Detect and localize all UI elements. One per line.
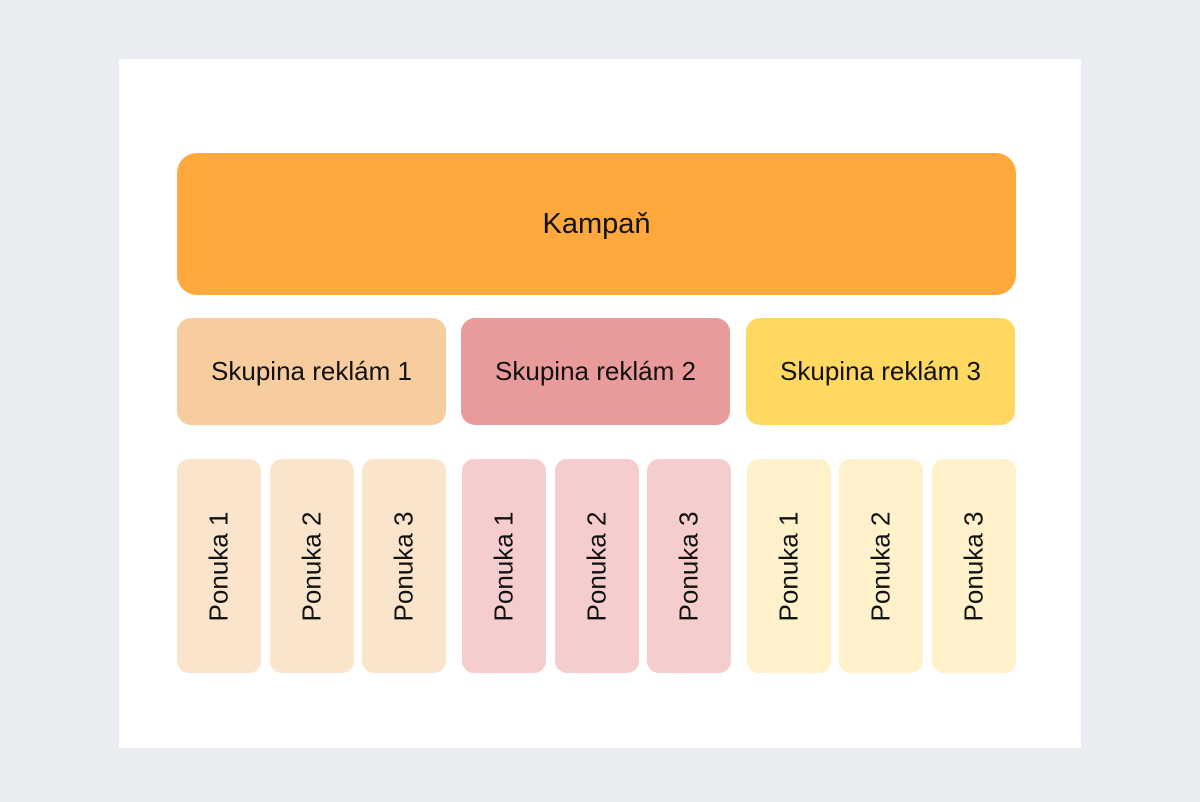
offer-label: Ponuka 3 bbox=[673, 511, 704, 621]
group-3-offer-2: Ponuka 2 bbox=[839, 459, 923, 673]
offer-label: Ponuka 3 bbox=[958, 511, 989, 621]
group-2-offer-2: Ponuka 2 bbox=[555, 459, 639, 673]
diagram-card: Kampaň Skupina reklám 1 Skupina reklám 2… bbox=[119, 59, 1081, 748]
offer-label: Ponuka 1 bbox=[203, 511, 234, 621]
offer-label: Ponuka 2 bbox=[865, 511, 896, 621]
offer-label: Ponuka 3 bbox=[388, 511, 419, 621]
group-3-offer-1: Ponuka 1 bbox=[747, 459, 831, 673]
group-1-offer-2: Ponuka 2 bbox=[270, 459, 354, 673]
ad-group-2-box: Skupina reklám 2 bbox=[461, 318, 730, 425]
offer-label: Ponuka 1 bbox=[488, 511, 519, 621]
ad-group-2-label: Skupina reklám 2 bbox=[495, 356, 696, 386]
group-2-offer-1: Ponuka 1 bbox=[462, 459, 546, 673]
campaign-label: Kampaň bbox=[542, 207, 651, 240]
offer-label: Ponuka 1 bbox=[773, 511, 804, 621]
offer-label: Ponuka 2 bbox=[581, 511, 612, 621]
offer-label: Ponuka 2 bbox=[296, 511, 327, 621]
ad-group-3-box: Skupina reklám 3 bbox=[746, 318, 1015, 425]
group-1-offer-1: Ponuka 1 bbox=[177, 459, 261, 673]
group-3-offer-3: Ponuka 3 bbox=[932, 459, 1016, 673]
ad-group-3-label: Skupina reklám 3 bbox=[780, 356, 981, 386]
campaign-box: Kampaň bbox=[177, 153, 1016, 295]
group-1-offer-3: Ponuka 3 bbox=[362, 459, 446, 673]
ad-group-1-label: Skupina reklám 1 bbox=[211, 356, 412, 386]
group-2-offer-3: Ponuka 3 bbox=[647, 459, 731, 673]
ad-group-1-box: Skupina reklám 1 bbox=[177, 318, 446, 425]
